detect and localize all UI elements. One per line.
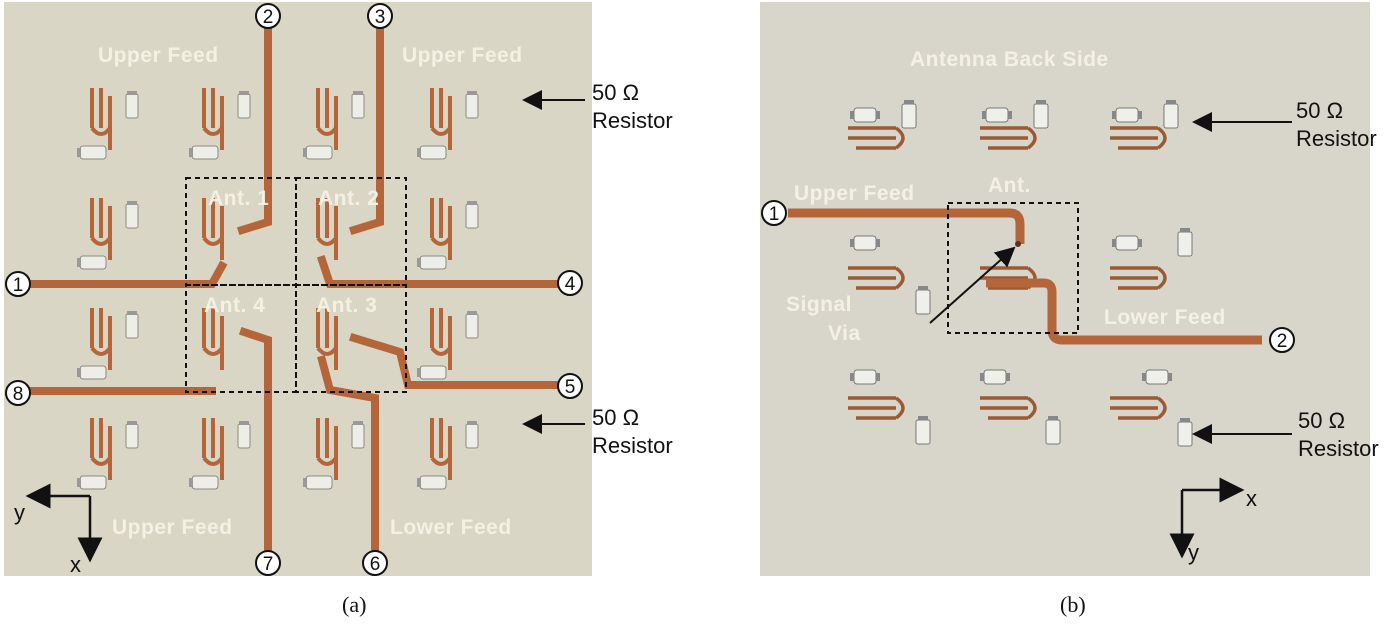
- axes-a: y x: [14, 483, 103, 577]
- port-b-2: 2: [1269, 327, 1295, 353]
- label-via: Via: [828, 322, 861, 345]
- label-title: Antenna Back Side: [910, 48, 1109, 71]
- feed-lines: [26, 14, 559, 569]
- ports-a: 1 2 3 4 5 6 7 8: [5, 3, 583, 576]
- svg-text:7: 7: [263, 554, 274, 575]
- svg-text:6: 6: [370, 554, 381, 575]
- ports-b: 1 2: [761, 200, 1295, 353]
- label-signal: Signal: [786, 293, 852, 316]
- resistor-top-b-line1: 50 Ω: [1296, 98, 1343, 123]
- panel-a: Upper Feed Upper Feed Upper Feed Lower F…: [4, 2, 673, 617]
- port-3: 3: [367, 3, 393, 29]
- upper-feed-line: [788, 208, 1025, 244]
- antenna-boxes: [185, 177, 407, 393]
- svg-text:3: 3: [375, 7, 386, 28]
- port-2: 2: [255, 3, 281, 29]
- resistor-top-b-line2: Resistor: [1296, 126, 1377, 151]
- port-1: 1: [5, 271, 31, 297]
- resistor-bot-b-line2: Resistor: [1298, 436, 1379, 461]
- svg-text:1: 1: [13, 275, 24, 296]
- ant-box: [947, 202, 1079, 334]
- port-4: 4: [557, 270, 583, 296]
- svg-text:2: 2: [263, 7, 274, 28]
- svg-text:5: 5: [565, 377, 576, 398]
- caption-b: (b): [1060, 592, 1086, 617]
- resistor-bot-b-line1: 50 Ω: [1298, 408, 1345, 433]
- pcb-board-back: [760, 2, 1370, 576]
- resistor-bot-line1: 50 Ω: [592, 405, 639, 430]
- svg-text:4: 4: [565, 274, 576, 295]
- svg-text:1: 1: [769, 204, 780, 225]
- port-8: 8: [5, 380, 31, 406]
- label-ant3: Ant. 3: [316, 294, 377, 317]
- signal-via: [1015, 241, 1021, 247]
- port-b-1: 1: [761, 200, 787, 226]
- via-arrow: [929, 246, 1016, 324]
- label-upper-feed: Upper Feed: [794, 182, 915, 205]
- label-ant: Ant.: [988, 174, 1031, 197]
- axis-b-y-label: y: [1188, 540, 1199, 565]
- port-6: 6: [362, 550, 388, 576]
- port-5: 5: [557, 373, 583, 399]
- svg-text:8: 8: [13, 384, 24, 405]
- label-ant4: Ant. 4: [204, 294, 265, 317]
- resistor-bot-line2: Resistor: [592, 433, 673, 458]
- label-ant1: Ant. 1: [208, 187, 269, 210]
- resistor-top-line2: Resistor: [592, 108, 673, 133]
- axes-b: x y: [1169, 477, 1257, 565]
- label-upper-feed-tl: Upper Feed: [98, 44, 219, 67]
- label-lower-feed: Lower Feed: [1104, 306, 1226, 329]
- axis-b-x-label: x: [1246, 486, 1257, 511]
- caption-a: (a): [342, 592, 366, 617]
- panel-b-figure: Antenna Back Side Upper Feed Ant. Lower …: [760, 2, 1379, 617]
- panel-b: Antenna Back Side Upper Feed Ant. Lower …: [700, 0, 1400, 625]
- axis-y-label: y: [14, 500, 25, 525]
- label-ant2: Ant. 2: [318, 187, 379, 210]
- resistor-top-line1: 50 Ω: [592, 80, 639, 105]
- lower-feed-line: [986, 278, 1262, 345]
- label-upper-feed-bl: Upper Feed: [112, 516, 233, 539]
- port-7: 7: [255, 550, 281, 576]
- axis-x-label: x: [70, 552, 81, 577]
- panel-a-figure: Upper Feed Upper Feed Upper Feed Lower F…: [4, 2, 673, 617]
- svg-text:2: 2: [1277, 331, 1288, 352]
- label-upper-feed-tr: Upper Feed: [402, 44, 523, 67]
- label-lower-feed-br: Lower Feed: [390, 516, 512, 539]
